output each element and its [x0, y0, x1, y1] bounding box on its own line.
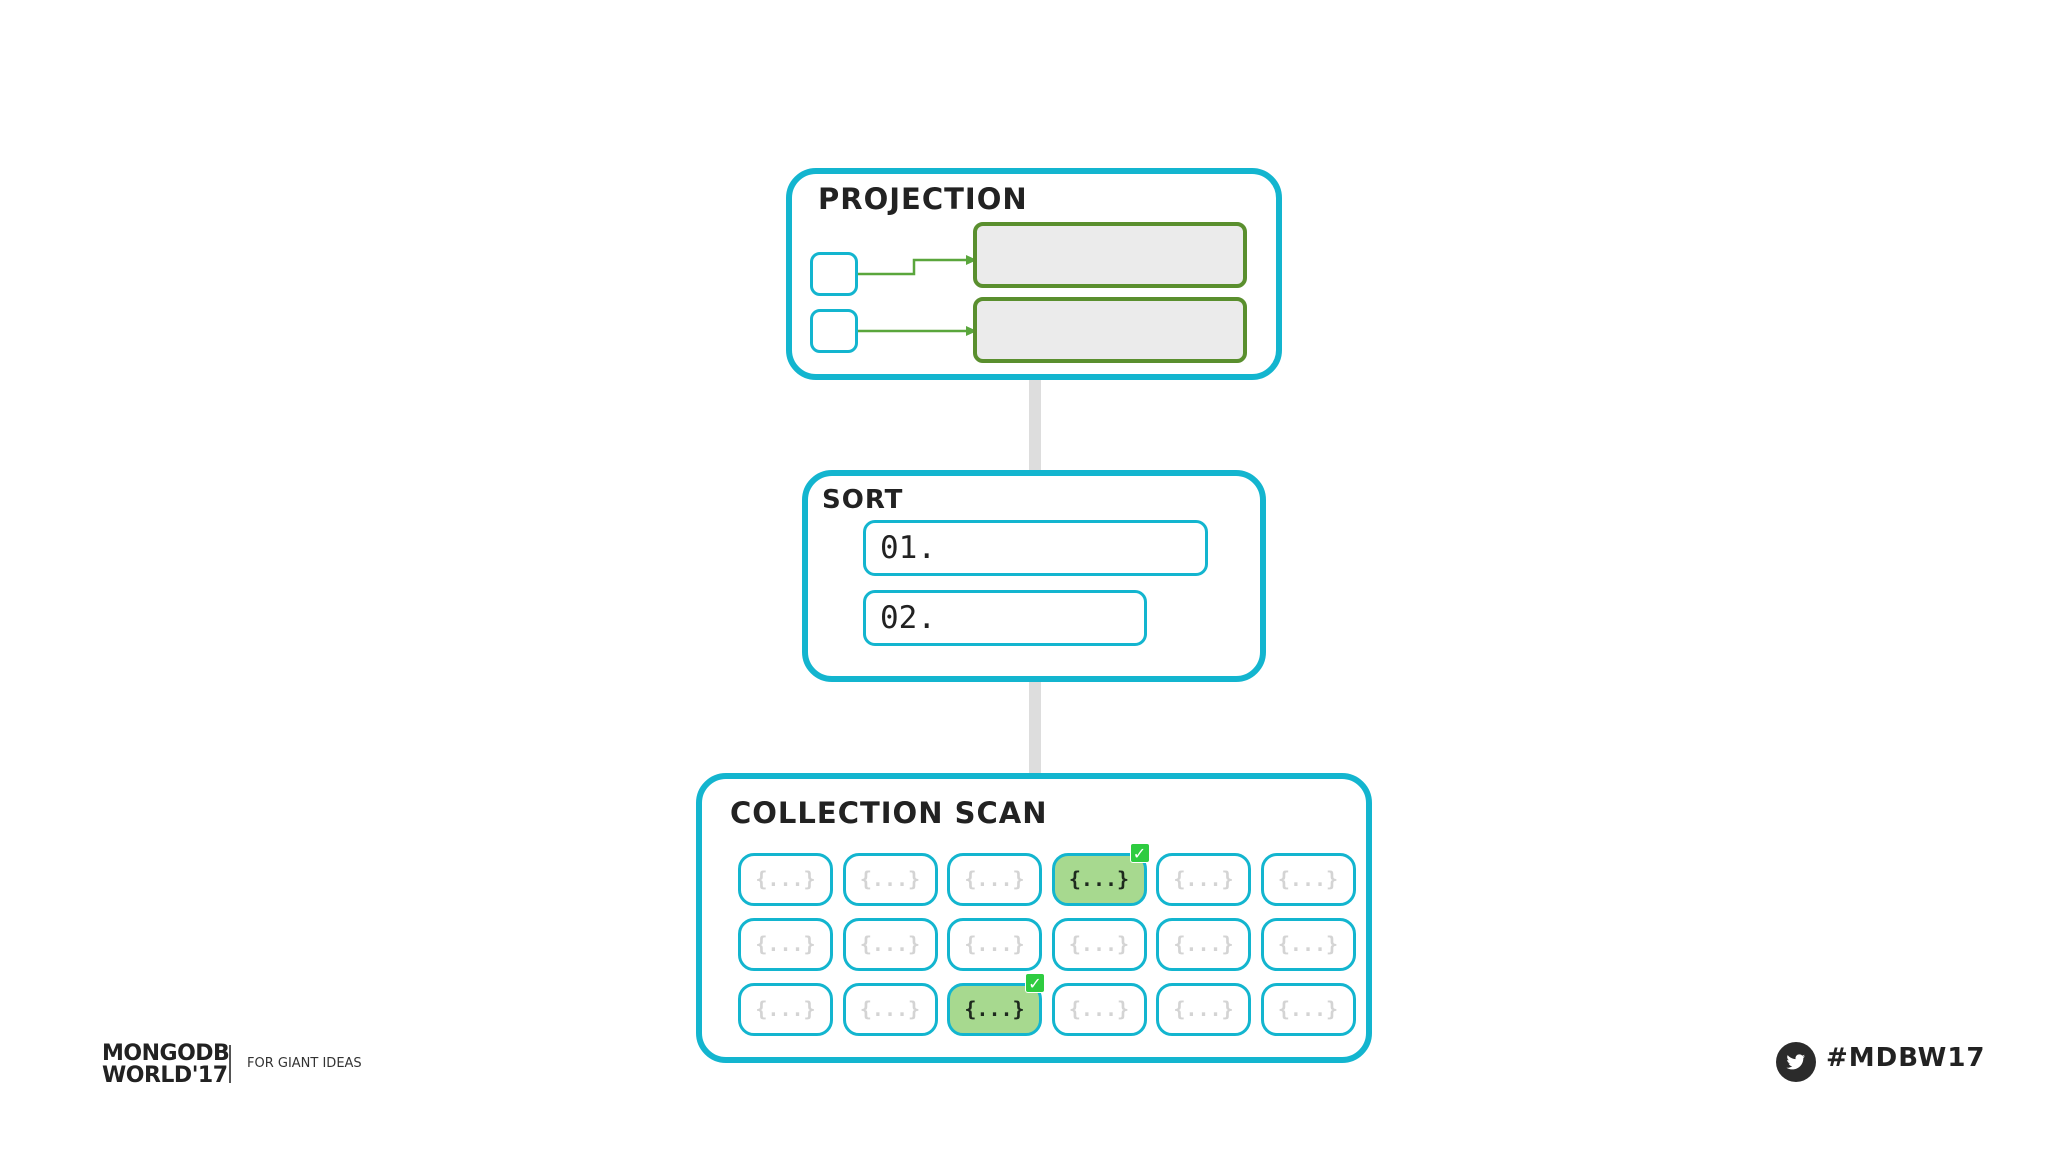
logo-line-2: WORLD'17	[102, 1063, 228, 1088]
document: {...}	[738, 853, 833, 906]
document: {...}	[1156, 918, 1251, 971]
projection-source-key	[810, 252, 858, 296]
sort-item: 02.	[863, 590, 1147, 646]
document: {...}	[842, 918, 938, 971]
projection-stage: PROJECTION	[786, 168, 1282, 380]
document: {...}	[842, 983, 938, 1036]
projection-output-field	[973, 222, 1247, 288]
hashtag: #MDBW17	[1826, 1043, 1986, 1073]
projection-title: PROJECTION	[818, 182, 1028, 216]
arrow-head-icon	[966, 255, 977, 265]
document: {...}	[1051, 983, 1147, 1036]
sort-item: 01.	[863, 520, 1208, 576]
logo-line-1: MONGODB	[102, 1041, 230, 1066]
document: {...}	[1051, 918, 1147, 971]
check-icon: ✓	[1025, 973, 1045, 993]
collection-scan-stage: COLLECTION SCAN {...}{...}{...}{...}✓{..…	[696, 773, 1372, 1063]
matched-document: {...}	[947, 983, 1042, 1036]
projection-arrows	[858, 255, 977, 336]
arrow-head-icon	[966, 326, 977, 336]
document: {...}	[1260, 853, 1356, 906]
sort-stage: SORT 01. 02.	[802, 470, 1266, 682]
sort-title: SORT	[822, 485, 904, 515]
document: {...}	[1260, 918, 1356, 971]
check-icon: ✓	[1129, 843, 1150, 863]
document: {...}	[1156, 983, 1251, 1036]
projection-output-field	[973, 297, 1247, 363]
tagline: FOR GIANT IDEAS	[247, 1056, 362, 1071]
connector-sort-scan	[1029, 677, 1041, 777]
document: {...}	[947, 918, 1042, 971]
collection-scan-title: COLLECTION SCAN	[730, 796, 1048, 830]
document: {...}	[1260, 983, 1356, 1036]
twitter-bird-icon	[1776, 1042, 1816, 1082]
mongodb-world-logo: MONGODB WORLD'17	[102, 1041, 230, 1088]
document: {...}	[1156, 853, 1251, 906]
connector-projection-sort	[1029, 378, 1041, 470]
document: {...}	[738, 983, 833, 1036]
logo-divider	[229, 1045, 231, 1083]
document: {...}	[842, 853, 938, 906]
projection-source-key	[810, 309, 858, 353]
document: {...}	[738, 918, 833, 971]
document: {...}	[947, 853, 1042, 906]
